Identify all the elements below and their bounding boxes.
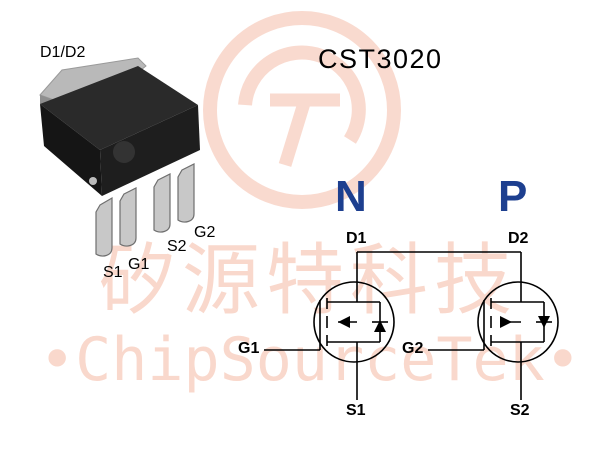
n-drain-label: D1 <box>346 230 367 247</box>
watermark-chinese-text: 矽源特科技 <box>97 236 518 326</box>
package-pin-label: S2 <box>167 238 187 255</box>
p-channel-label: P <box>498 172 528 221</box>
p-drain-label: D2 <box>508 230 529 247</box>
part-number-title: CST3020 <box>318 44 443 74</box>
p-mosfet-symbol <box>428 252 559 400</box>
n-mosfet-symbol <box>264 252 395 400</box>
n-gate-label: G1 <box>238 340 260 357</box>
p-gate-label: G2 <box>402 340 424 357</box>
package-pin-label: S1 <box>103 264 123 281</box>
n-channel-label: N <box>335 172 367 221</box>
package-tab-label: D1/D2 <box>40 44 86 61</box>
package-pin-label: G1 <box>128 256 150 273</box>
p-source-label: S2 <box>510 402 530 419</box>
package-pin-label: G2 <box>194 224 216 241</box>
package-pins <box>95 163 195 257</box>
n-source-label: S1 <box>346 402 366 419</box>
